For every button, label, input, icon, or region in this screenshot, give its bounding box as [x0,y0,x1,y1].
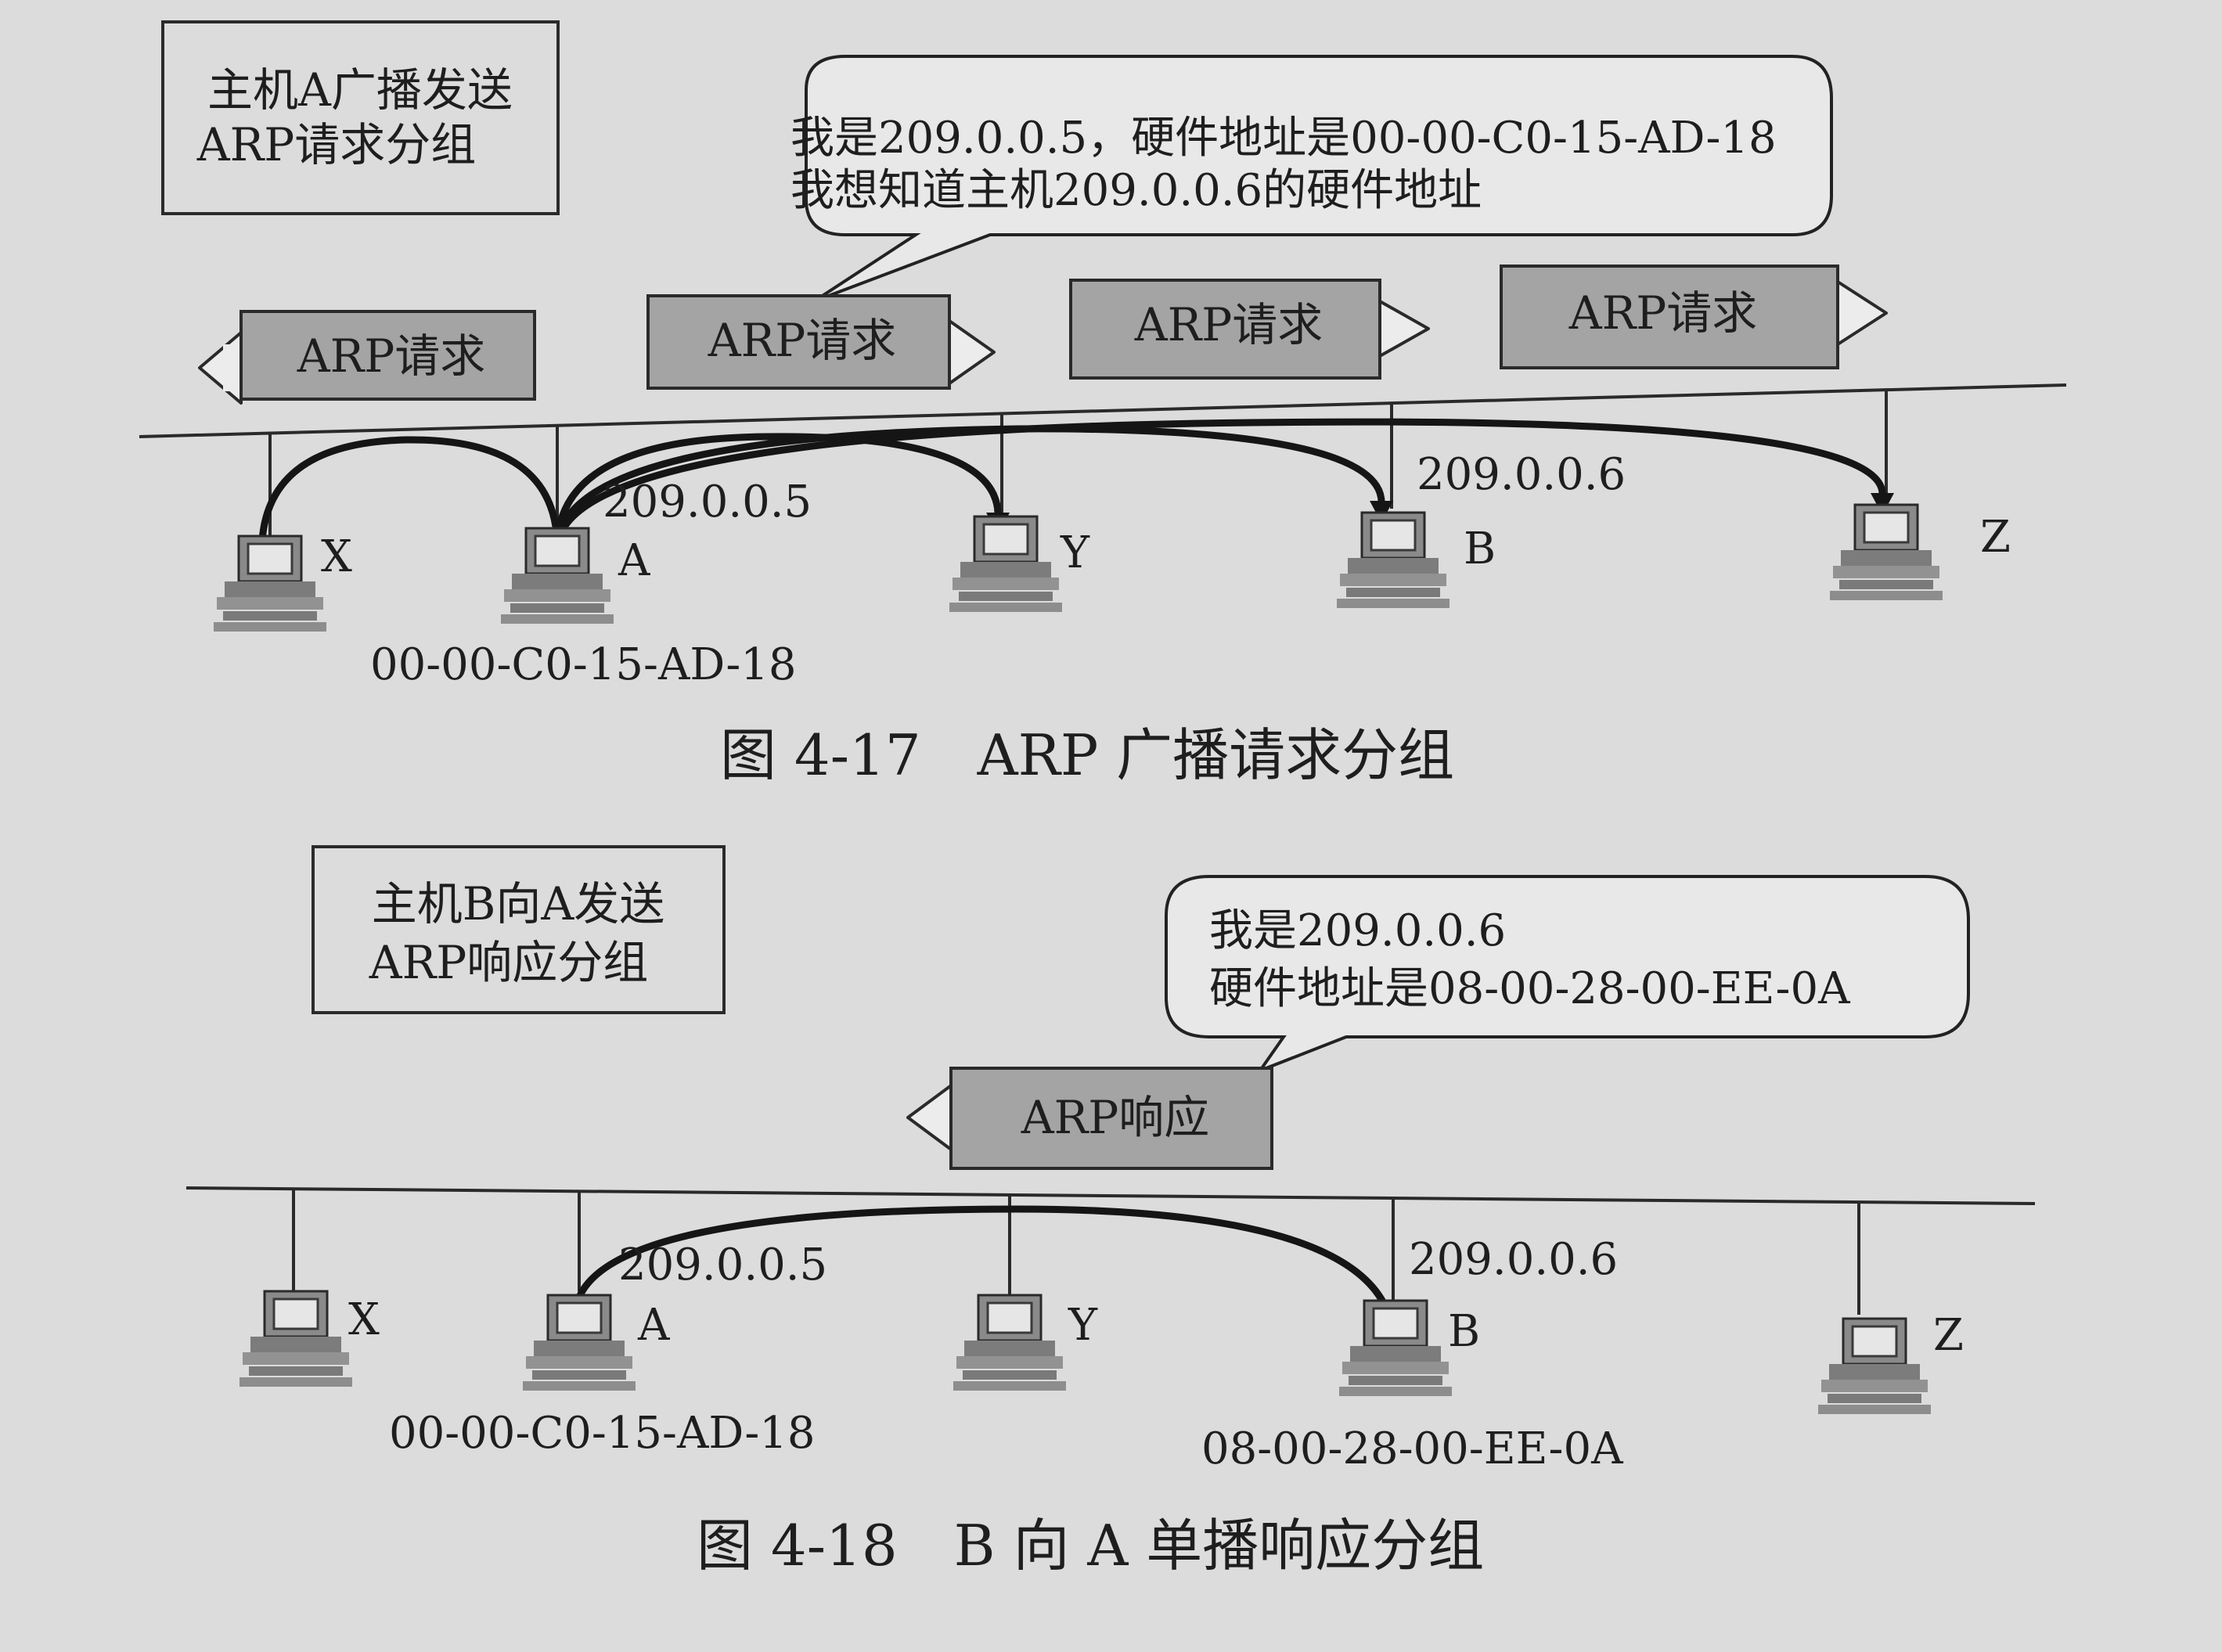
unicast-curve [571,1205,1397,1346]
speech-bubble [805,55,1833,303]
note-box [161,20,560,215]
ip-address-a: 209.0.0.5 [618,1240,827,1290]
svg-text:ARP响应: ARP响应 [1021,1091,1210,1144]
broadcast-curve [553,433,1002,552]
svg-text:ARP请求: ARP请求 [1134,298,1323,351]
host-label-z: Z [1933,1310,1964,1361]
broadcast-curve [553,418,1886,552]
computer-icon [952,1294,1068,1392]
ethernet-bus [139,383,2067,438]
computer-icon [212,534,328,633]
note-line-1: 主机A广播发送 [207,63,513,117]
host-label-b: B [1464,524,1496,574]
bubble-line-1: 我是209.0.0.6 [1209,905,1506,956]
speech-bubble [1165,875,1970,1074]
computer-icon [1817,1317,1932,1416]
note-line-2: ARP响应分组 [369,936,649,989]
note-line-1: 主机B向A发送 [372,877,665,930]
arp-request-packet: ARP请求 [1500,265,1888,369]
computer-icon [948,515,1064,614]
arp-request-packet: ARP请求 [646,294,996,390]
ip-address-a: 209.0.0.5 [603,477,812,527]
computer-icon [1828,503,1944,602]
svg-text:ARP请求: ARP请求 [708,314,897,367]
computer-icon [1335,511,1451,610]
computer-icon [499,527,615,625]
arp-request-packet: ARP请求 [198,310,536,405]
host-label-y: Y [1068,1300,1098,1351]
left-arrow-icon [906,1082,955,1153]
computer-icon [238,1290,354,1388]
ip-address-b: 209.0.0.6 [1417,449,1626,500]
ip-address-b: 209.0.0.6 [1409,1234,1618,1285]
figure-caption: 图 4-18 B 向 A 单播响应分组 [697,1513,1484,1578]
host-label-y: Y [1060,527,1090,578]
host-label-x: X [348,1294,380,1345]
figure-4-18: 主机B向A发送 ARP响应分组 我是209.0.0.6 硬件地址是08-00-2… [185,845,2036,1578]
figure-4-17: 主机A广播发送 ARP请求分组 我是209.0.0.5，硬件地址是00-00-C… [139,20,2067,788]
computer-icon [521,1294,637,1392]
right-arrow-icon [1378,300,1430,358]
right-arrow-icon [948,319,996,385]
bubble-line-2: 我想知道主机209.0.0.6的硬件地址 [790,165,1482,216]
host-label-b: B [1448,1306,1480,1357]
mac-address-a: 00-00-C0-15-AD-18 [370,639,797,690]
right-arrow-icon [1836,280,1888,346]
mac-address-a: 00-00-C0-15-AD-18 [389,1408,816,1459]
computer-icon [1338,1299,1453,1398]
host-label-a: A [637,1300,670,1351]
note-line-2: ARP请求分组 [196,118,477,171]
host-label-a: A [618,535,650,586]
arp-response-packet: ARP响应 [906,1067,1273,1170]
bubble-line-2: 硬件地址是08-00-28-00-EE-0A [1209,963,1850,1014]
mac-address-b: 08-00-28-00-EE-0A [1201,1423,1623,1474]
broadcast-curve [258,436,561,552]
svg-text:ARP请求: ARP请求 [1568,286,1758,340]
arp-request-packet: ARP请求 [1069,279,1430,380]
bubble-line-1: 我是209.0.0.5，硬件地址是00-00-C0-15-AD-18 [790,113,1777,164]
host-label-x: X [321,531,352,582]
svg-text:ARP请求: ARP请求 [297,329,486,383]
host-label-z: Z [1980,512,2011,563]
note-box [312,845,726,1014]
figure-caption: 图 4-17 ARP 广播请求分组 [720,722,1454,788]
ethernet-bus [185,1186,2036,1205]
